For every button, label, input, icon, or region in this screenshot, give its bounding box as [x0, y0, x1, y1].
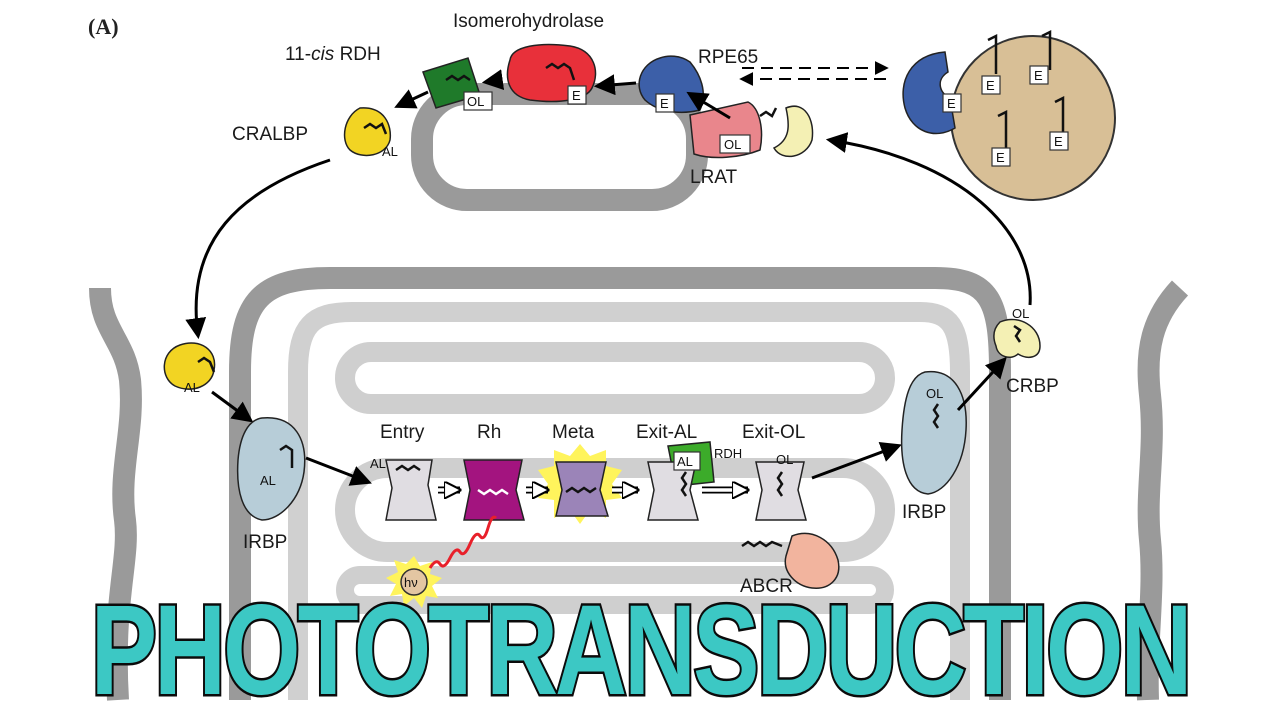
- retinoid-chain: [565, 486, 597, 494]
- al-tag: AL: [370, 456, 386, 471]
- cralbp-enzyme: [343, 107, 392, 157]
- abcr-enzyme: [784, 532, 840, 589]
- lipid-droplet: [950, 35, 1116, 201]
- al-tag: AL: [260, 473, 276, 488]
- arrow-irbp-to-entry: [305, 456, 372, 486]
- entry-channel: [385, 459, 437, 521]
- tag-box: [567, 85, 587, 105]
- retinoid-chain: [680, 471, 688, 497]
- arrow-cralbp-to-interphotoreceptor: [185, 158, 331, 340]
- arrow-lrat-to-rpe65: [686, 91, 731, 120]
- al-tag: AL: [382, 144, 398, 159]
- arrow-crbp-to-rpe: [825, 132, 1032, 306]
- tag-box: [942, 93, 962, 113]
- ol-tag: OL: [776, 452, 793, 467]
- ester-tag: E: [986, 78, 995, 93]
- arrow-rdh-to-cralbp: [394, 89, 429, 109]
- retinyl-ester-group: [981, 29, 1069, 167]
- retinoid-chain: [363, 122, 388, 135]
- retinoid-chain: [197, 356, 216, 373]
- irbp-left-label: IRBP: [243, 532, 287, 553]
- irbp-right: [900, 370, 967, 495]
- left-outer-membrane: [89, 287, 142, 701]
- disc-outer-membrane: [229, 267, 1011, 700]
- disc-inner-membrane: [288, 302, 970, 700]
- retinoid-chain: [395, 464, 421, 472]
- exit-al-channel: [647, 461, 699, 521]
- ester-tag: E: [996, 150, 1005, 165]
- retinoid-chain: [741, 540, 783, 548]
- rh-label: Rh: [477, 422, 501, 443]
- title-banner: PHOTOTRANSDUCTION: [89, 576, 1195, 724]
- al-tag: AL: [184, 380, 200, 395]
- arrow-exit-to-irbp: [811, 442, 902, 480]
- entry-label: Entry: [380, 422, 425, 443]
- cralbp-extracellular: [163, 342, 216, 390]
- tag-box: [463, 91, 493, 111]
- rhodopsin: [463, 459, 525, 521]
- retinoid-chain: [759, 107, 778, 118]
- cralbp-label: CRALBP: [232, 124, 308, 145]
- isomerohydrolase-label: Isomerohydrolase: [453, 11, 604, 32]
- right-outer-membrane: [1136, 280, 1189, 701]
- abcr-label: ABCR: [740, 576, 793, 597]
- rdh-label: RDH: [714, 446, 742, 461]
- photon-wave: [428, 515, 498, 569]
- retinoid-chain: [477, 488, 509, 496]
- irbp-right-label: IRBP: [902, 502, 946, 523]
- al-tag: AL: [677, 454, 693, 469]
- rpe65-on-droplet: [902, 51, 956, 135]
- exit-ol-label: Exit-OL: [742, 422, 805, 443]
- tag-box: [673, 451, 701, 471]
- arrow-isomerase-to-rdh: [481, 69, 505, 91]
- retinoid-chain: [932, 403, 940, 429]
- arrow-rpe65-to-isomerase: [593, 74, 637, 96]
- crbp-rpe: [772, 105, 814, 158]
- irbp-left: [236, 417, 306, 521]
- rpe65-label: RPE65: [698, 47, 758, 68]
- rdh11-label: 11-cis RDH: [285, 44, 381, 65]
- retinoid-chain: [445, 74, 471, 82]
- ester-tag: E: [660, 96, 669, 111]
- crbp-label: CRBP: [1006, 376, 1059, 397]
- meta-label: Meta: [552, 422, 595, 443]
- ol-tag: OL: [724, 137, 741, 152]
- ol-tag: OL: [1012, 306, 1029, 321]
- retinoid-chain: [776, 471, 784, 497]
- retinoid-chain: [279, 444, 294, 468]
- retinoid-chain: [1013, 324, 1022, 343]
- exit-al-label: Exit-AL: [636, 422, 697, 443]
- ester-tag: E: [947, 96, 956, 111]
- ester-tag: E: [572, 88, 581, 103]
- ol-tag: OL: [467, 94, 484, 109]
- hv-label: hν: [404, 575, 418, 590]
- disc-fold-middle: [335, 458, 895, 562]
- exit-ol-channel: [755, 461, 807, 521]
- retinoid-chain: [545, 62, 576, 81]
- ester-tag: E: [1034, 68, 1043, 83]
- ester-tag: E: [1054, 134, 1063, 149]
- lrat-label: LRAT: [690, 167, 738, 188]
- tag-box: [655, 93, 675, 113]
- arrow-irbp-to-crbp: [956, 356, 1007, 412]
- ol-tag: OL: [926, 386, 943, 401]
- arrow-cralbp-to-irbp: [211, 390, 254, 423]
- disc-fold-bottom: [336, 566, 894, 614]
- panel-label: (A): [88, 14, 119, 39]
- tag-box: [719, 134, 751, 154]
- disc-fold-top: [335, 342, 895, 414]
- photon-circle: [400, 568, 428, 596]
